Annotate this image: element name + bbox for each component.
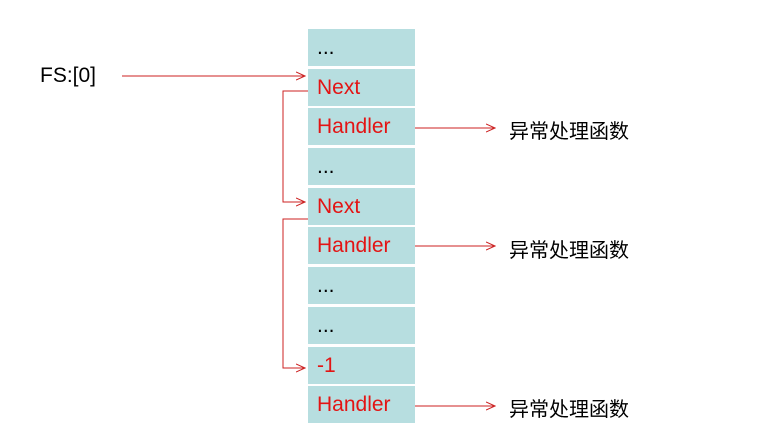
stack-cell-handler: Handler: [308, 108, 415, 145]
fs-register-label: FS:[0]: [40, 64, 97, 87]
exception-handler-function-label: 异常处理函数: [509, 238, 629, 262]
stack-cell-handler: Handler: [308, 227, 415, 264]
exception-handler-function-label: 异常处理函数: [509, 397, 629, 421]
stack-cell-end-marker: -1: [308, 347, 415, 384]
next-link-arrow-2: [282, 218, 308, 368]
stack-cell-next: Next: [308, 69, 415, 106]
stack-cell-ellipsis: ...: [308, 307, 415, 344]
exception-handler-function-label: 异常处理函数: [509, 119, 629, 143]
stack-cell-ellipsis: ...: [308, 29, 415, 66]
stack-cell-ellipsis: ...: [308, 148, 415, 185]
stack-cell-handler: Handler: [308, 386, 415, 423]
next-link-arrow-1: [282, 90, 308, 202]
stack-cell-next: Next: [308, 188, 415, 225]
stack-cell-ellipsis: ...: [308, 267, 415, 304]
